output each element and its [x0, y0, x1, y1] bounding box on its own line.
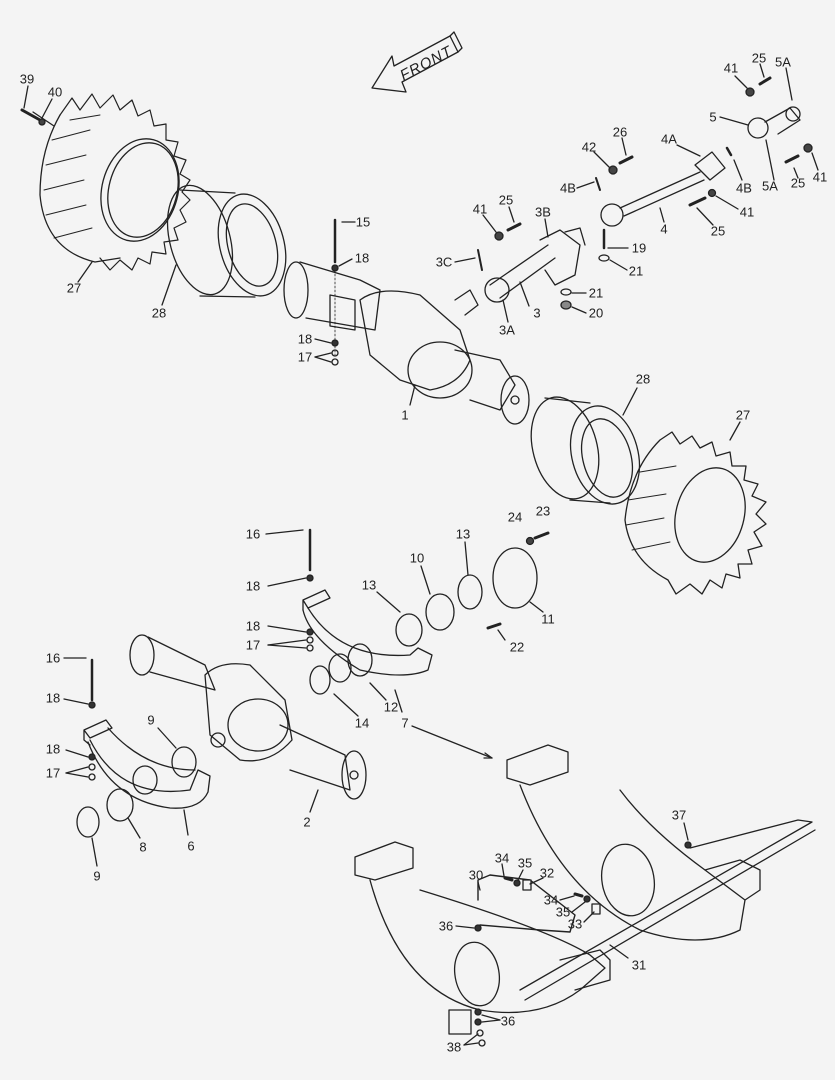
callout-9: 9: [147, 712, 155, 728]
callout-4a: 4A: [661, 131, 677, 147]
callout-34: 34: [543, 892, 559, 908]
callout-25: 25: [710, 223, 726, 239]
callout-21: 21: [588, 285, 604, 301]
bracket-6-icon: [83, 719, 211, 809]
callout-26: 26: [612, 124, 628, 140]
callout-22: 22: [509, 639, 525, 655]
tube-31-icon: [519, 819, 816, 1001]
callout-11: 11: [541, 611, 555, 627]
callout-35: 35: [555, 904, 571, 920]
callout-18: 18: [354, 250, 370, 266]
callout-28: 28: [635, 371, 651, 387]
callout-20: 20: [588, 305, 604, 321]
collar-11-icon: [492, 547, 538, 609]
callout-25: 25: [498, 192, 514, 208]
callout-13: 13: [455, 526, 471, 542]
callout-4b: 4B: [736, 180, 752, 196]
callout-4b: 4B: [560, 180, 576, 196]
seal-9-lower-icon: [76, 806, 100, 838]
callout-35: 35: [517, 855, 533, 871]
callout-17: 17: [245, 637, 261, 653]
bracket-assembly-icon: [354, 744, 761, 1014]
callout-5: 5: [709, 109, 717, 125]
tube-30-icon: [477, 874, 576, 933]
tire-left-icon: [39, 93, 191, 271]
seal-13-icon: [395, 613, 423, 647]
callout-18: 18: [45, 741, 61, 757]
callout-25: 25: [790, 175, 806, 191]
callout-18: 18: [45, 690, 61, 706]
callout-16: 16: [45, 650, 61, 666]
callout-27: 27: [735, 407, 751, 423]
callout-38: 38: [446, 1039, 462, 1055]
rim-right-icon: [530, 396, 641, 505]
drive-shaft-4-icon: [600, 151, 726, 227]
callout-5a: 5A: [762, 178, 778, 194]
callout-18: 18: [245, 578, 261, 594]
callout-12: 12: [383, 699, 399, 715]
callout-17: 17: [45, 765, 61, 781]
front-axle-icon: [283, 261, 530, 425]
callout-18: 18: [297, 331, 313, 347]
callout-10: 10: [409, 550, 425, 566]
callout-40: 40: [47, 84, 63, 100]
callout-13: 13: [361, 577, 377, 593]
callout-42: 42: [581, 139, 597, 155]
callout-14: 14: [354, 715, 370, 731]
block-38-icon: [448, 1009, 472, 1035]
drive-shaft-3-icon: [484, 227, 586, 303]
callout-1: 1: [401, 407, 409, 423]
seal-14-icon: [309, 665, 331, 695]
callout-37: 37: [671, 807, 687, 823]
callout-41: 41: [472, 201, 488, 217]
callout-41: 41: [812, 169, 828, 185]
callout-4: 4: [660, 221, 668, 237]
callout-36: 36: [500, 1013, 516, 1029]
callout-27: 27: [66, 280, 82, 296]
callout-23: 23: [535, 503, 551, 519]
callout-6: 6: [187, 838, 195, 854]
callout-3a: 3A: [499, 322, 515, 338]
callout-3: 3: [533, 305, 541, 321]
callout-39: 39: [19, 71, 35, 87]
seal-13-upper-icon: [457, 574, 483, 610]
callout-28: 28: [151, 305, 167, 321]
bushing-10-icon: [425, 593, 455, 631]
callout-32: 32: [539, 865, 555, 881]
callout-36: 36: [438, 918, 454, 934]
callout-5a: 5A: [775, 54, 791, 70]
callout-3c: 3C: [435, 254, 453, 270]
callout-17: 17: [297, 349, 313, 365]
callout-31: 31: [631, 957, 647, 973]
callout-19: 19: [631, 240, 647, 256]
callout-2: 2: [303, 814, 311, 830]
front-arrow-icon: [371, 31, 463, 93]
callout-33: 33: [567, 916, 583, 932]
callout-41: 41: [723, 60, 739, 76]
callout-34: 34: [494, 850, 510, 866]
bushing-8-icon: [106, 788, 134, 822]
callout-41: 41: [739, 204, 755, 220]
tire-right-icon: [624, 431, 767, 595]
callout-21: 21: [628, 263, 644, 279]
coupling-5-icon: [747, 106, 801, 139]
seal-9-icon: [171, 746, 197, 778]
bracket-7-icon: [302, 589, 433, 677]
callout-3b: 3B: [535, 204, 551, 220]
bushing-12-icon: [328, 653, 352, 683]
callout-7: 7: [401, 715, 409, 731]
callout-24: 24: [507, 509, 523, 525]
rear-axle-icon: [129, 634, 367, 800]
callout-16: 16: [245, 526, 261, 542]
callout-15: 15: [355, 214, 371, 230]
callout-8: 8: [139, 839, 147, 855]
rim-left-icon: [166, 184, 287, 298]
callout-25: 25: [751, 50, 767, 66]
callout-30: 30: [468, 867, 484, 883]
callout-9: 9: [93, 868, 101, 884]
callout-18: 18: [245, 618, 261, 634]
